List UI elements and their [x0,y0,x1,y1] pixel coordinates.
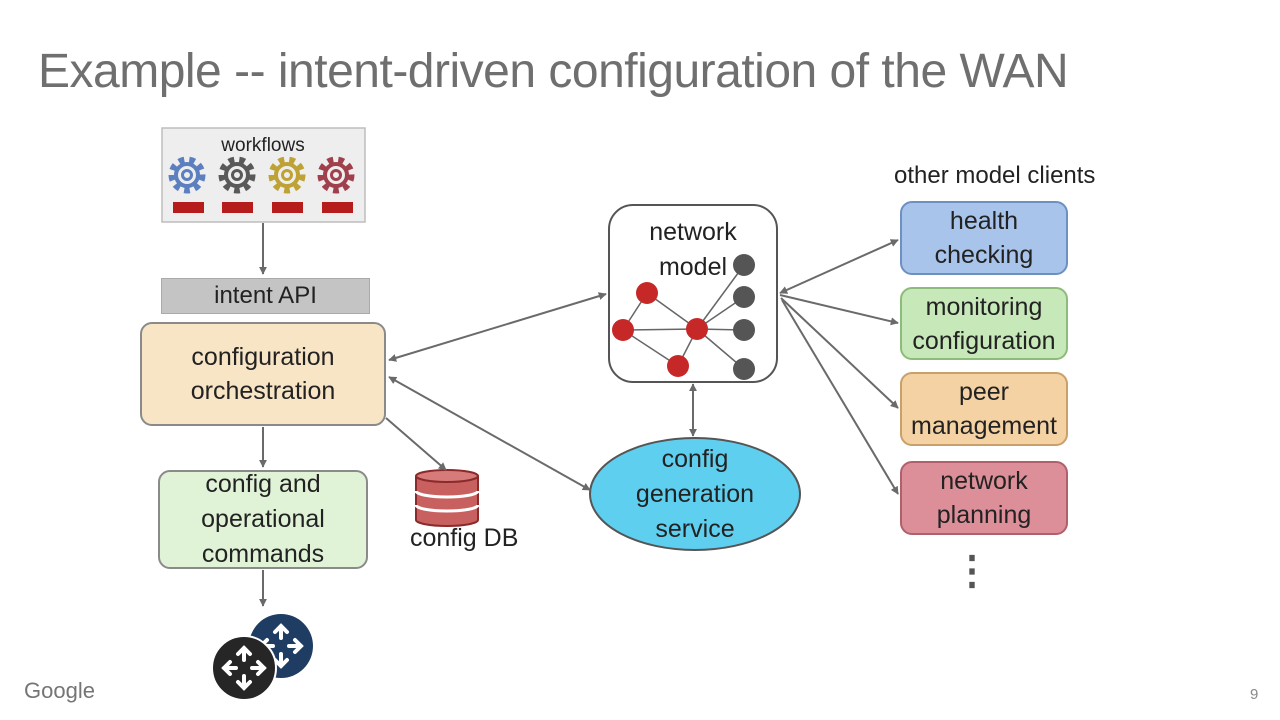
client-peer-management: peer management [900,372,1068,446]
arrow-model-monitoring [779,294,899,326]
graph-node-red [667,355,689,377]
graph-node-gray [733,254,755,276]
arrow-model-peer [780,297,899,409]
graph-node-red [686,318,708,340]
slide-title: Example -- intent-driven configuration o… [38,45,1069,98]
workflow-status-bar [272,202,303,213]
workflow-status-bar [222,202,253,213]
arrow-orchestration-model [388,292,607,362]
page-number: 9 [1250,686,1259,703]
graph-node-gray [733,319,755,341]
connector-arrows [259,223,899,607]
router-icon-dark [211,635,277,701]
network-model-label: network model [649,218,737,281]
arrow-model-health [779,239,899,294]
graph-node-red [636,282,658,304]
network-model-box [608,204,778,383]
client-health-checking: health checking [900,201,1068,275]
arrow-model-planning [781,299,899,495]
more-clients-indicator: ⋮ [952,549,992,593]
arrow-orchestration-db [385,417,447,471]
config-generation-label: config generation service [635,444,755,543]
other-model-clients-heading: other model clients [894,162,1096,189]
database-icon [414,469,480,527]
workflow-status-bar [322,202,353,213]
config-commands-box: config and operational commands [158,470,368,569]
intent-api-box: intent API [161,278,370,314]
arrow-orchestration-configgen [388,376,591,491]
client-monitoring-configuration: monitoring configuration [900,287,1068,360]
client-network-planning: network planning [900,461,1068,535]
workflows-label: workflows [220,135,304,156]
workflow-status-bar [173,202,204,213]
google-logo: Google [24,678,95,703]
graph-node-gray [733,358,755,380]
configuration-orchestration-box: configuration orchestration [140,322,386,426]
config-db-label: config DB [410,524,519,552]
config-generation-ellipse [589,437,801,551]
graph-node-gray [733,286,755,308]
graph-node-red [612,319,634,341]
